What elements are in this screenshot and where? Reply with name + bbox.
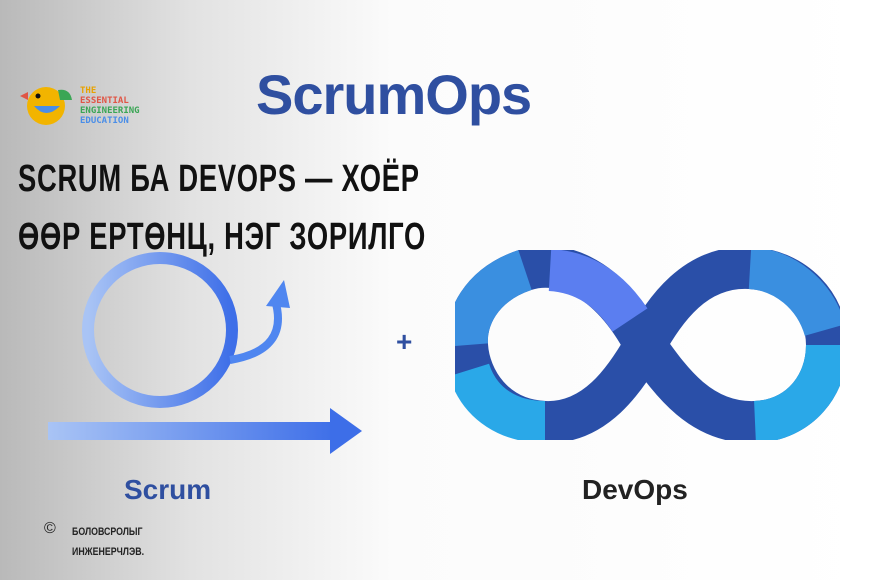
logo-line: ESSENTIAL (80, 96, 129, 106)
headline-line-1: SCRUM БА DEVOPS — ХОЁР (18, 158, 420, 200)
scrum-label: Scrum (124, 474, 212, 505)
logo-line: ENGINEERING (80, 106, 140, 116)
plus-sign: + (396, 326, 413, 357)
footer-line-1: БОЛОВСРОЛЫГ (72, 526, 143, 538)
logo-line: EDUCATION (80, 116, 129, 126)
footer-text: БОЛОВСРОЛЫГ ИНЖЕНЕРЧЛЭВ. (72, 522, 144, 562)
footer-line-2: ИНЖЕНЕРЧЛЭВ. (72, 546, 145, 558)
headline: SCRUM БА DEVOPS — ХОЁР ӨӨР ЕРТӨНЦ, НЭГ З… (18, 150, 426, 266)
logo-text: THE ESSENTIAL ENGINEERING EDUCATION (80, 86, 140, 126)
duck-logo-icon (20, 87, 72, 125)
devops-label: DevOps (582, 474, 688, 505)
copyright-icon: © (44, 520, 56, 537)
scrum-cycle-icon (48, 252, 362, 454)
brand-title: ScrumOps (256, 63, 532, 126)
headline-line-2: ӨӨР ЕРТӨНЦ, НЭГ ЗОРИЛГО (18, 216, 426, 258)
devops-infinity-icon (455, 250, 840, 440)
logo-line: THE (80, 86, 97, 96)
